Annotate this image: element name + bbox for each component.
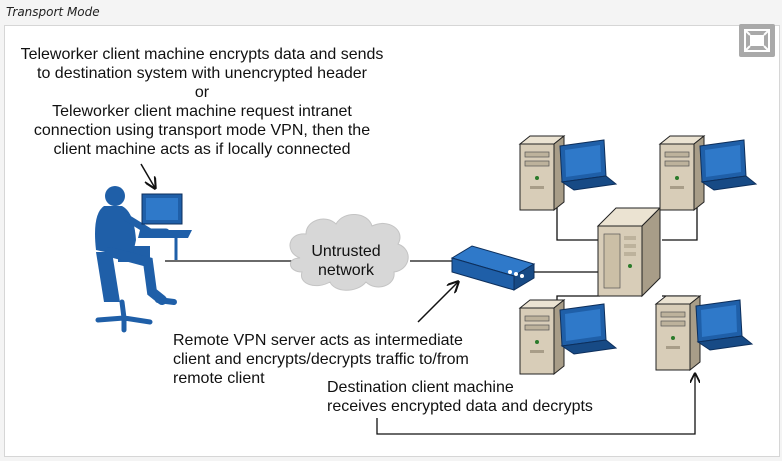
teleworker-line-5: connection using transport mode VPN, the… bbox=[33, 122, 371, 139]
vpn-server-icon bbox=[450, 245, 536, 291]
dest-line-2: receives encrypted data and decrypts bbox=[327, 398, 593, 415]
expand-icon bbox=[744, 29, 770, 52]
central-server-icon bbox=[596, 206, 662, 298]
teleworker-line-1: Teleworker client machine encrypts data … bbox=[20, 46, 384, 63]
vpn-line-1: Remote VPN server acts as intermediate bbox=[173, 332, 463, 349]
cloud-label-line-1: Untrusted bbox=[311, 243, 381, 260]
vpn-line-3: remote client bbox=[173, 370, 265, 387]
dest-line-1: Destination client machine bbox=[327, 379, 514, 396]
teleworker-line-2: to destination system with unencrypted h… bbox=[37, 65, 367, 82]
vpn-server-description: Remote VPN server acts as intermediate c… bbox=[173, 331, 473, 388]
pc-bottom-left-icon bbox=[519, 299, 617, 375]
vpn-line-2: client and encrypts/decrypts traffic to/… bbox=[173, 351, 469, 368]
pc-bottom-right-icon bbox=[655, 295, 753, 371]
teleworker-line-4: Teleworker client machine request intran… bbox=[52, 103, 352, 120]
teleworker-description: Teleworker client machine encrypts data … bbox=[8, 45, 396, 159]
pc-top-left-icon bbox=[519, 135, 617, 211]
expand-button[interactable] bbox=[739, 24, 775, 57]
figure-caption: Transport Mode bbox=[6, 5, 100, 19]
pc-top-right-icon bbox=[659, 135, 757, 211]
cloud-label: Untrusted network bbox=[298, 242, 394, 280]
teleworker-line-6: client machine acts as if locally connec… bbox=[53, 141, 351, 158]
cloud-label-line-2: network bbox=[317, 262, 375, 279]
teleworker-line-3: or bbox=[194, 84, 210, 101]
destination-description: Destination client machine receives encr… bbox=[327, 378, 627, 416]
teleworker-icon bbox=[95, 186, 192, 333]
untrusted-network-cloud bbox=[289, 214, 409, 291]
